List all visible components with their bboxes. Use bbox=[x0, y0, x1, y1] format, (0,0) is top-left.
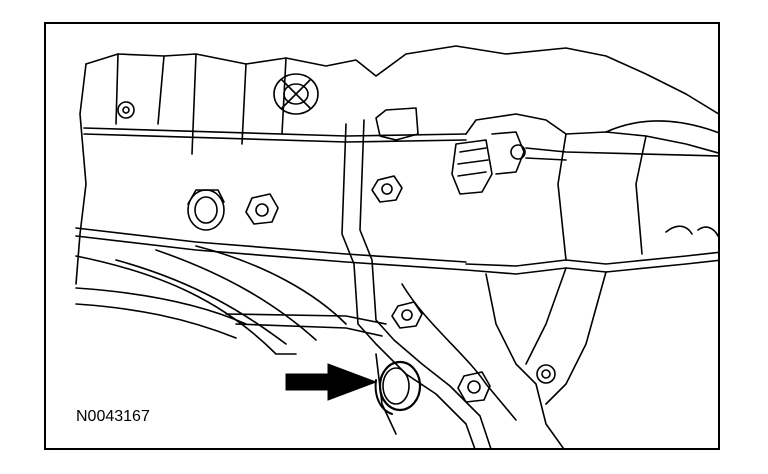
bolt-flange-middle bbox=[391, 301, 423, 329]
bolt-lower-right bbox=[457, 371, 491, 403]
bolt-left-small bbox=[117, 101, 135, 119]
rib-upper bbox=[83, 127, 467, 137]
rib-middle bbox=[75, 227, 467, 263]
figure-code: N0043167 bbox=[76, 408, 150, 425]
housing-top-outline bbox=[85, 45, 718, 115]
right-housing bbox=[465, 113, 718, 154]
sensor-connector-icon bbox=[451, 131, 718, 195]
bolt-top bbox=[273, 73, 319, 115]
drain-plug-icon bbox=[374, 360, 422, 415]
transmission-drawing bbox=[75, 45, 718, 448]
pointer-arrow-icon bbox=[285, 363, 378, 401]
plug-left bbox=[187, 189, 225, 231]
bolt-center-left bbox=[245, 193, 279, 225]
bolt-flange-upper bbox=[371, 175, 403, 203]
bolt-right-small bbox=[536, 364, 556, 384]
center-flange bbox=[341, 123, 476, 448]
figure-frame: N0043167 bbox=[44, 22, 720, 450]
housing-lower-curve bbox=[75, 255, 297, 355]
